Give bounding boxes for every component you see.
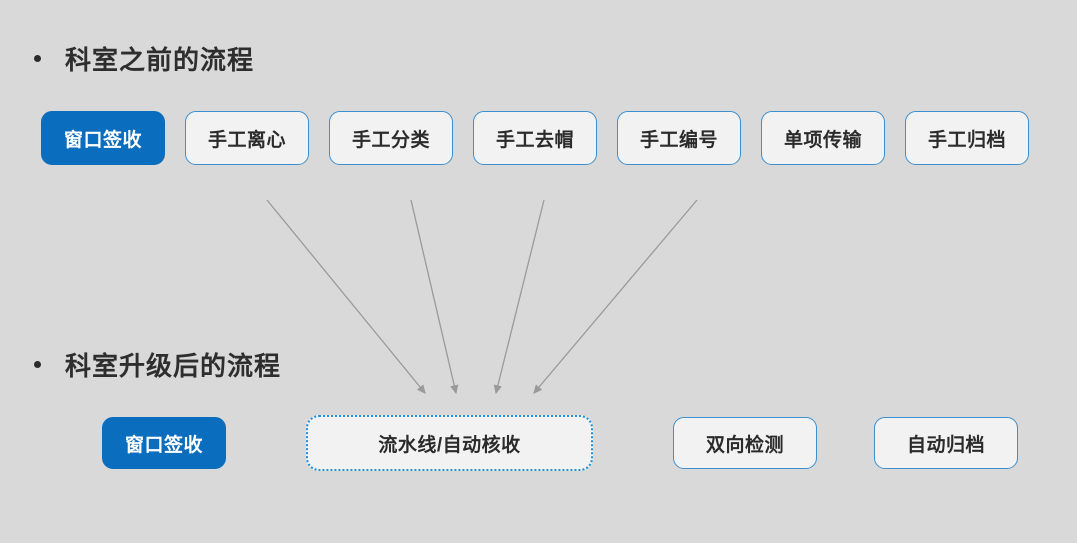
process-step-after-3[interactable]: 自动归档 bbox=[874, 417, 1018, 469]
process-step-after-2[interactable]: 双向检测 bbox=[673, 417, 817, 469]
section-heading-before-label: 科室之前的流程 bbox=[65, 45, 255, 75]
section-heading-after-label: 科室升级后的流程 bbox=[65, 351, 282, 381]
bullet-icon bbox=[34, 361, 41, 368]
process-step-before-3[interactable]: 手工去帽 bbox=[473, 111, 597, 165]
flow-arrow-3 bbox=[533, 199, 698, 394]
process-step-before-0[interactable]: 窗口签收 bbox=[41, 111, 165, 165]
bullet-icon bbox=[34, 55, 41, 62]
process-step-before-5[interactable]: 单项传输 bbox=[761, 111, 885, 165]
section-heading-after: 科室升级后的流程 bbox=[34, 346, 281, 383]
process-step-after-0[interactable]: 窗口签收 bbox=[102, 417, 226, 469]
process-step-before-1[interactable]: 手工离心 bbox=[185, 111, 309, 165]
process-step-before-4[interactable]: 手工编号 bbox=[617, 111, 741, 165]
flow-arrow-1 bbox=[410, 199, 459, 395]
flow-arrow-2 bbox=[493, 199, 545, 395]
section-heading-before: 科室之前的流程 bbox=[34, 40, 254, 77]
process-step-before-2[interactable]: 手工分类 bbox=[329, 111, 453, 165]
flow-arrow-0 bbox=[266, 199, 426, 395]
process-step-after-1[interactable]: 流水线/自动核收 bbox=[306, 415, 593, 471]
process-step-before-6[interactable]: 手工归档 bbox=[905, 111, 1029, 165]
